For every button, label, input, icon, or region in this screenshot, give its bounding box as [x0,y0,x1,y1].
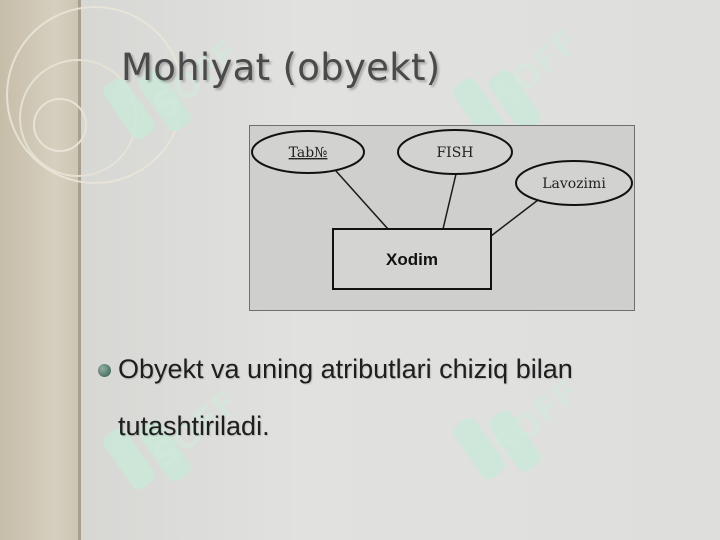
watermark-logo [103,70,541,490]
connector-line [335,170,389,230]
attribute-label: Lavozimi [542,176,606,192]
bullet-text: Obyekt va uning atributlari chiziq bilan… [118,354,573,441]
slide-title: Mohiyat (obyekt) [121,46,441,89]
attribute-label: Tab№ [289,145,328,161]
er-diagram-canvas: Tab№ FISH Lavozimi Xodim [251,129,633,290]
attribute-label: FISH [436,145,473,161]
entity-box [332,228,492,290]
attribute-ellipse [397,129,513,175]
entity-label: Xodim [386,250,438,269]
left-decor-band [0,0,80,540]
er-diagram: Tab№ FISH Lavozimi Xodim [249,125,635,311]
left-band-edge [78,0,81,540]
connector-line [490,199,539,237]
connector-line [442,173,457,230]
svg-text:SOFF: SOFF [485,22,587,117]
attribute-ellipse [251,130,365,174]
attribute-ellipse [515,160,633,206]
bullet-dot-icon [98,364,111,377]
